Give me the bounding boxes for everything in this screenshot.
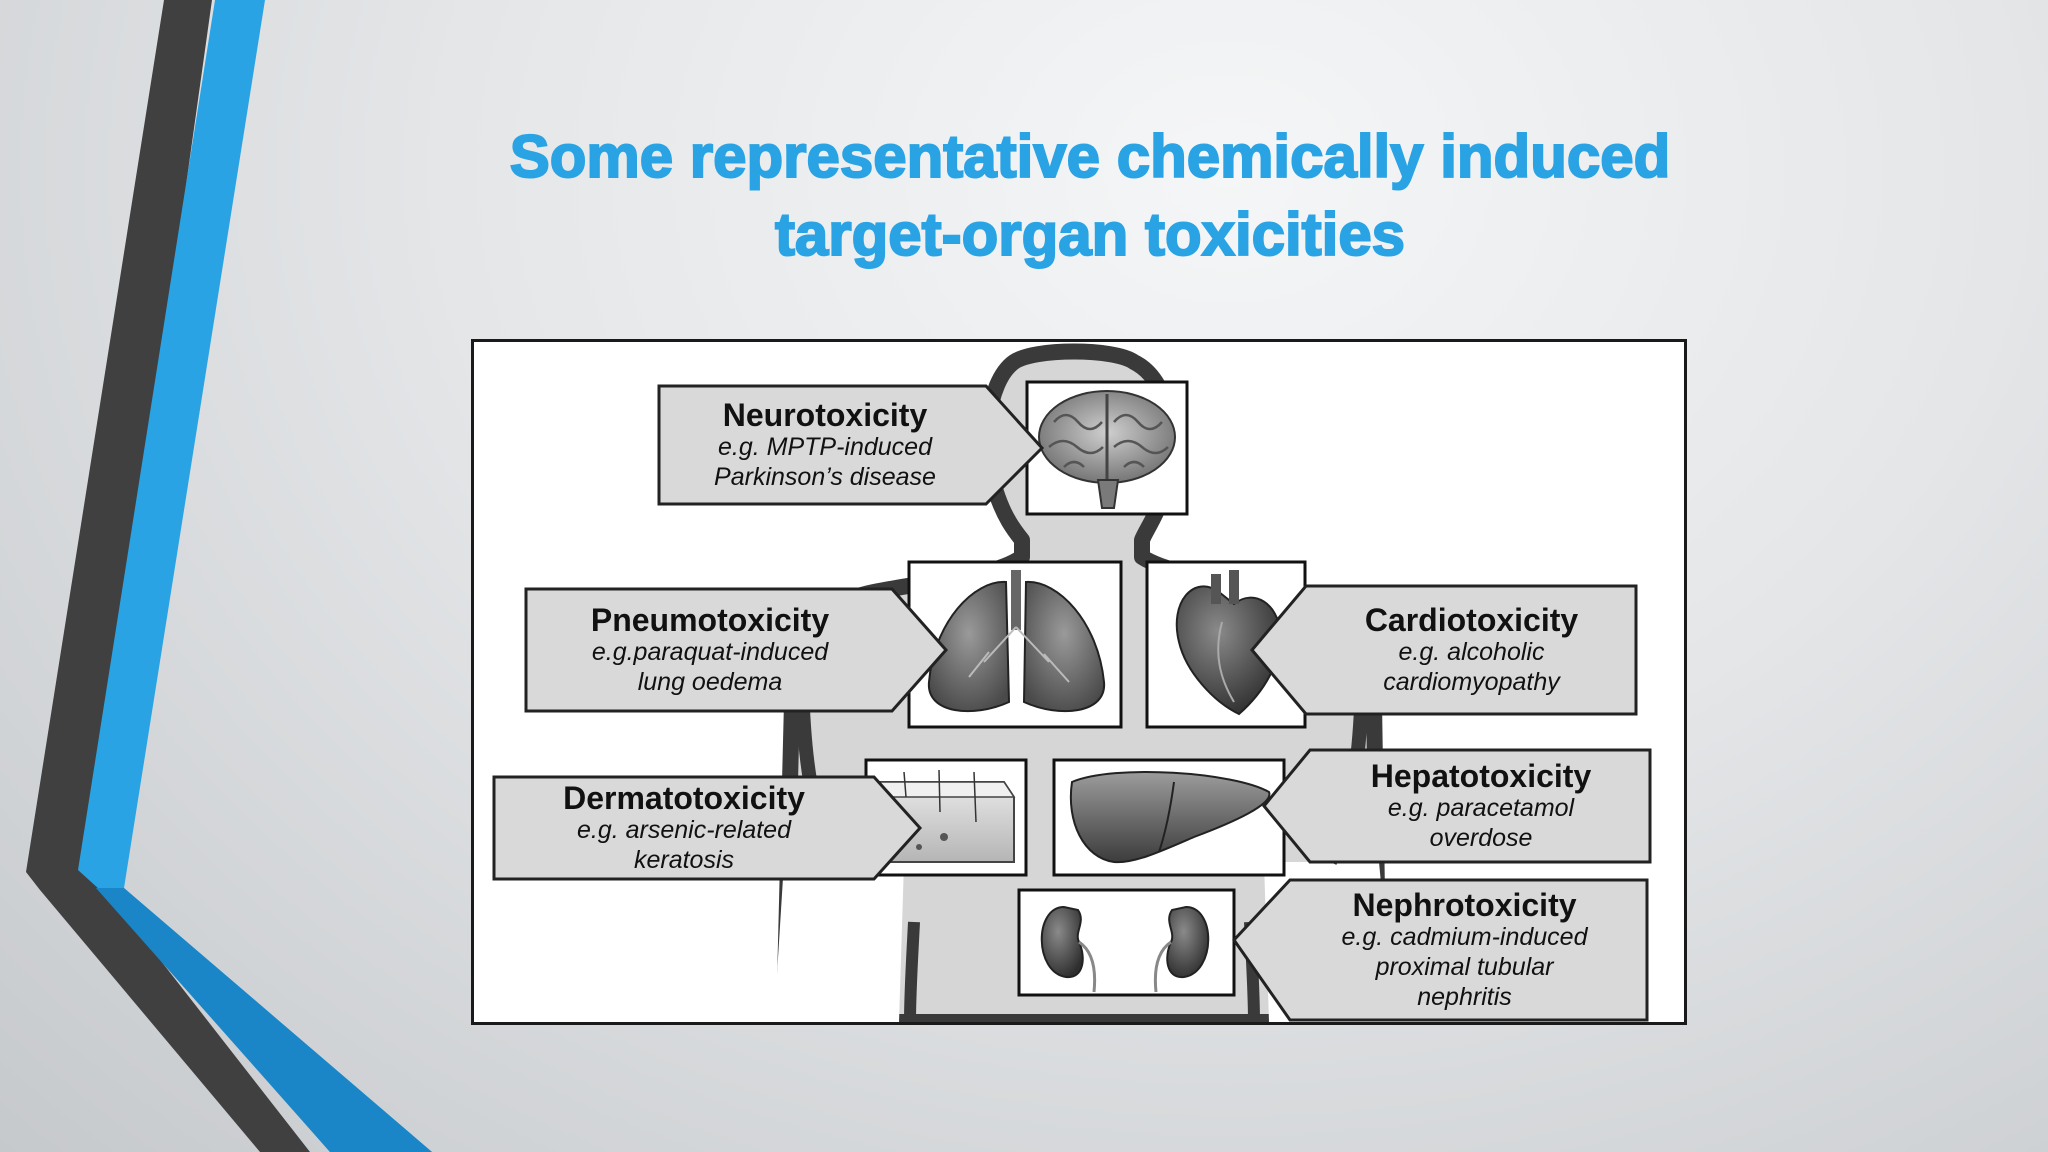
toxicity-figure: Neurotoxicity e.g. MPTP-induced Parkinso… (471, 339, 1687, 1025)
callout-cardiotoxicity: Cardiotoxicity e.g. alcoholic cardiomyop… (1309, 588, 1634, 712)
callout-shapes (492, 384, 1652, 1022)
callout-shape-neurotoxicity (657, 384, 1045, 506)
callout-pneumotoxicity: Pneumotoxicity e.g.paraquat-induced lung… (529, 591, 891, 709)
slide-title-line-2: target-organ toxicities (774, 200, 1406, 269)
callout-title: Neurotoxicity (722, 397, 928, 433)
callout-title: Dermatotoxicity (563, 780, 805, 816)
lungs-icon (907, 560, 1123, 729)
callout-title: Nephrotoxicity (1352, 887, 1577, 923)
callout-example-line: lung oedema (637, 668, 783, 696)
callout-example-line: e.g.paraquat-induced (591, 638, 829, 666)
callout-example-line: e.g. arsenic-related (576, 816, 791, 844)
brain-icon (1025, 380, 1189, 516)
callout-example-line: Parkinson’s disease (714, 463, 936, 491)
callout-example-line: e.g. cadmium-induced (1341, 923, 1588, 951)
dark-stripe (26, 0, 310, 1152)
callout-example-line: nephritis (1417, 983, 1512, 1011)
callout-example-line: keratosis (633, 846, 735, 874)
callout-shape-hepatotoxicity (1262, 748, 1652, 864)
callout-nephrotoxicity: Nephrotoxicity e.g. cadmium-induced prox… (1284, 882, 1645, 1018)
callout-example-line: e.g. alcoholic (1398, 638, 1545, 666)
slide-title-line-1: Some representative chemically induced (509, 122, 1671, 191)
blue-stripe-lower (96, 888, 432, 1152)
blue-stripe (78, 0, 432, 1152)
callout-example-line: e.g. paracetamol (1387, 794, 1575, 822)
liver-icon (1052, 758, 1286, 877)
callout-title: Cardiotoxicity (1364, 602, 1579, 638)
callout-title: Pneumotoxicity (590, 602, 830, 638)
callout-example-line: cardiomyopathy (1383, 668, 1560, 696)
slide-title: Some representative chemically induced t… (320, 118, 1860, 274)
figure-graphics (492, 343, 1652, 1022)
callout-title: Hepatotoxicity (1370, 758, 1592, 794)
callout-shape-dermatotoxicity (492, 775, 923, 881)
callout-example-line: proximal tubular (1375, 953, 1554, 981)
callout-example-line: e.g. MPTP-induced (718, 433, 932, 461)
callout-shape-cardiotoxicity (1250, 584, 1638, 716)
callout-neurotoxicity: Neurotoxicity e.g. MPTP-induced Parkinso… (662, 388, 988, 502)
callout-shape-nephrotoxicity (1232, 878, 1649, 1022)
callout-shape-pneumotoxicity (524, 587, 949, 713)
callout-dermatotoxicity: Dermatotoxicity e.g. arsenic-related ker… (496, 779, 872, 877)
callout-hepatotoxicity: Hepatotoxicity e.g. paracetamol overdose (1314, 752, 1648, 860)
callout-example-line: overdose (1429, 824, 1533, 852)
kidneys-icon (1017, 888, 1236, 997)
